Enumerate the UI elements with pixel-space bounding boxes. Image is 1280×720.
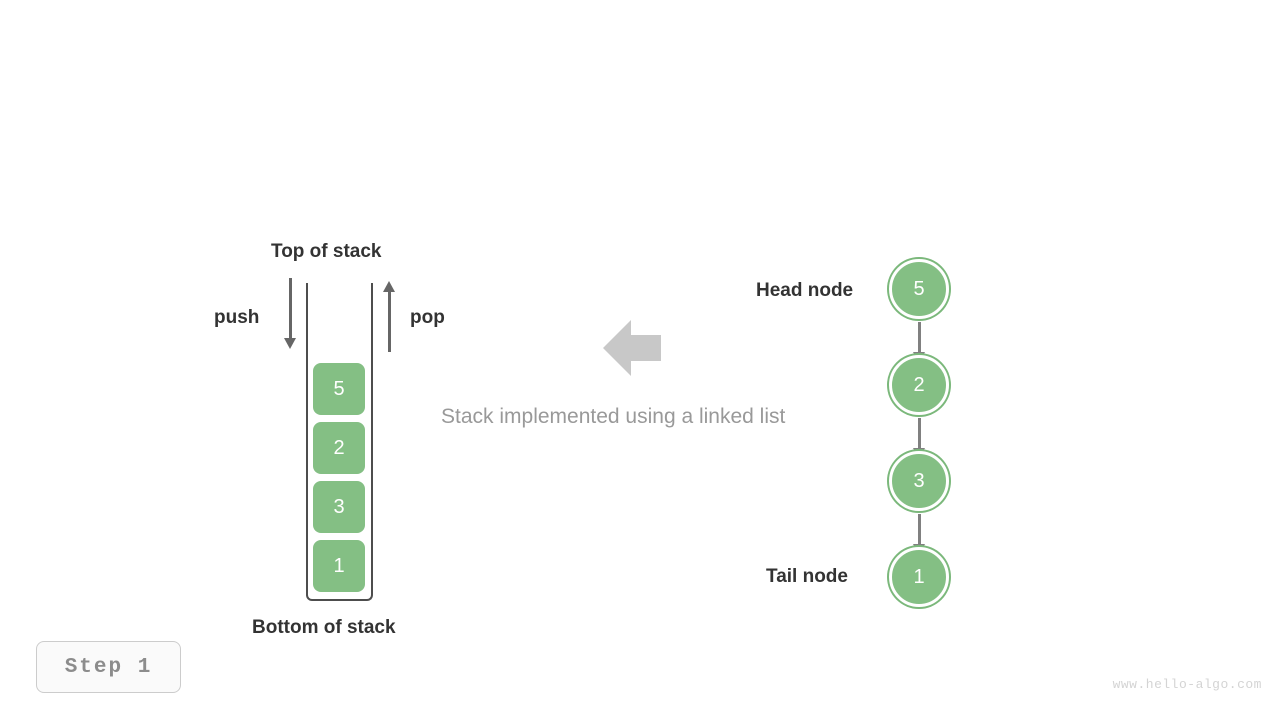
stack-item: 2 <box>313 422 365 474</box>
arrow-down-icon <box>284 338 296 349</box>
linked-list-node: 2 <box>889 355 949 415</box>
stack-container <box>306 283 373 601</box>
link-shaft <box>918 514 921 548</box>
watermark: www.hello-algo.com <box>1112 677 1262 692</box>
pop-label: pop <box>410 307 445 328</box>
step-badge: Step 1 <box>36 641 181 693</box>
push-arrow-shaft <box>289 278 292 341</box>
stack-bottom-label: Bottom of stack <box>252 617 396 638</box>
pop-arrow-shaft <box>388 289 391 352</box>
diagram-caption: Stack implemented using a linked list <box>441 405 786 428</box>
tail-node-label: Tail node <box>766 566 848 587</box>
arrow-left-block-icon <box>603 320 661 376</box>
linked-list-node: 5 <box>889 259 949 319</box>
link-shaft <box>918 418 921 452</box>
linked-list-node: 3 <box>889 451 949 511</box>
link-shaft <box>918 322 921 356</box>
stack-item: 3 <box>313 481 365 533</box>
head-node-label: Head node <box>756 280 854 301</box>
stack-item: 1 <box>313 540 365 592</box>
push-label: push <box>214 307 260 328</box>
stack-item: 5 <box>313 363 365 415</box>
arrow-up-icon <box>383 281 395 292</box>
stack-top-label: Top of stack <box>271 241 382 262</box>
linked-list-node: 1 <box>889 547 949 607</box>
